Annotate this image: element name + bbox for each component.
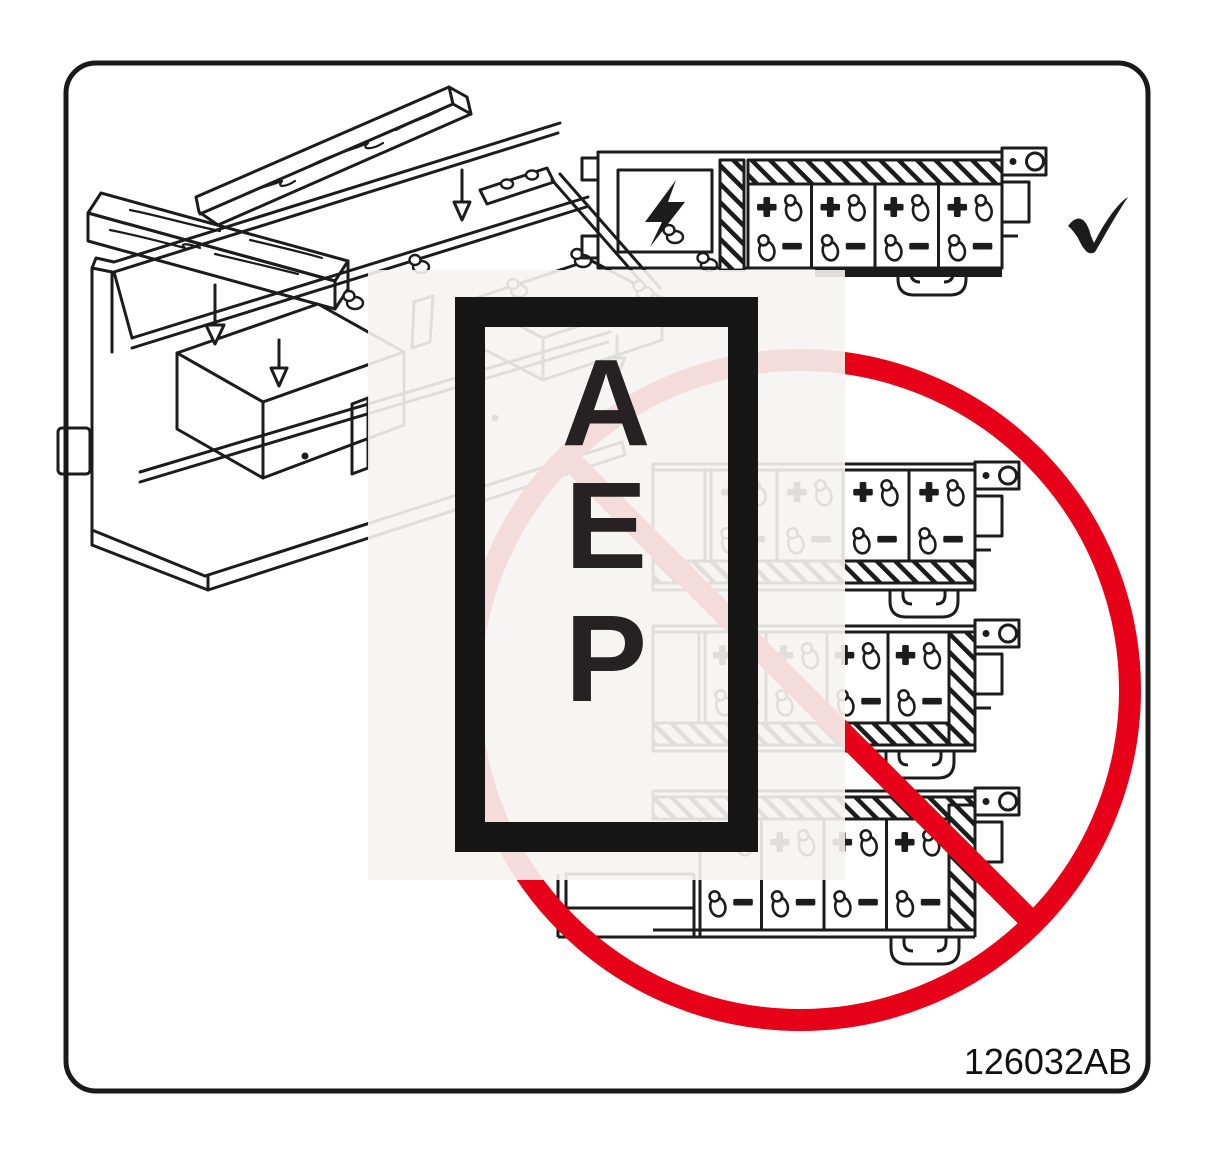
battery-terminal-icon — [820, 234, 840, 262]
battery-terminal-icon — [884, 234, 903, 262]
mount-foot — [896, 268, 968, 297]
part-number: 126032AB — [964, 1041, 1132, 1082]
aep-stamp-frame — [455, 297, 758, 852]
plus-terminal-label: + — [895, 823, 914, 860]
minus-terminal-label: − — [846, 227, 865, 264]
plus-terminal-label: + — [884, 188, 903, 225]
divider-strip-hatched — [718, 158, 746, 272]
battery-terminal-icon — [770, 890, 790, 918]
battery-terminal-icon — [757, 234, 776, 262]
minus-terminal-label: − — [922, 682, 941, 719]
end-bracket — [973, 460, 1021, 552]
battery-terminal-icon — [861, 642, 881, 670]
mount-foot — [888, 590, 960, 619]
battery-terminal-icon — [946, 479, 965, 507]
plus-terminal-label: + — [948, 188, 967, 225]
battery-terminal-icon — [833, 890, 852, 918]
minus-terminal-label: − — [973, 227, 992, 264]
end-bracket — [973, 618, 1021, 710]
checkmark-icon — [1068, 197, 1128, 254]
plus-terminal-label: + — [896, 636, 915, 673]
battery-terminal-icon — [708, 890, 727, 918]
plus-terminal-label: + — [821, 188, 840, 225]
battery-terminal-icon — [852, 527, 871, 555]
aep-stamp: A E P — [455, 297, 758, 852]
aep-letter-e: E — [565, 458, 647, 595]
aep-letter-p: P — [565, 591, 647, 728]
battery-terminal-icon — [895, 890, 915, 918]
battery-terminal-icon — [897, 689, 916, 717]
battery-tray — [56, 121, 662, 547]
battery-terminal-icon — [947, 234, 967, 262]
battery-terminal-icon — [784, 194, 803, 222]
minus-terminal-label: − — [782, 227, 801, 264]
end-bracket — [1000, 146, 1048, 238]
correct-installation-diagram: +−+−+−+− — [580, 146, 1048, 297]
aep-letter-a: A — [562, 335, 651, 472]
minus-terminal-label: − — [909, 227, 928, 264]
minus-terminal-label: − — [921, 883, 940, 920]
battery-terminal-icon — [847, 194, 866, 222]
watermark-overlay-plate — [368, 270, 845, 880]
battery-terminal-icon — [922, 642, 942, 670]
lightning-bolt-icon — [645, 180, 685, 247]
battery-terminal-icon — [918, 527, 937, 555]
minus-terminal-label: − — [877, 520, 896, 557]
minus-terminal-label: − — [858, 883, 877, 920]
mount-foot — [889, 937, 961, 966]
battery-terminal-icon — [911, 194, 930, 222]
plus-terminal-label: + — [757, 188, 776, 225]
battery-terminal-icon — [859, 829, 878, 857]
wooden-beam-long — [194, 85, 473, 227]
minus-terminal-label: − — [943, 520, 962, 557]
battery-terminal-icon — [974, 194, 993, 222]
minus-terminal-label: − — [733, 883, 752, 920]
minus-terminal-label: − — [861, 682, 880, 719]
minus-terminal-label: − — [796, 883, 815, 920]
plus-terminal-label: + — [853, 473, 872, 510]
battery-terminal-icon — [880, 479, 899, 507]
retainer-bar-top-hatched — [746, 158, 1004, 186]
plus-terminal-label: + — [919, 473, 938, 510]
end-bracket — [973, 786, 1021, 878]
